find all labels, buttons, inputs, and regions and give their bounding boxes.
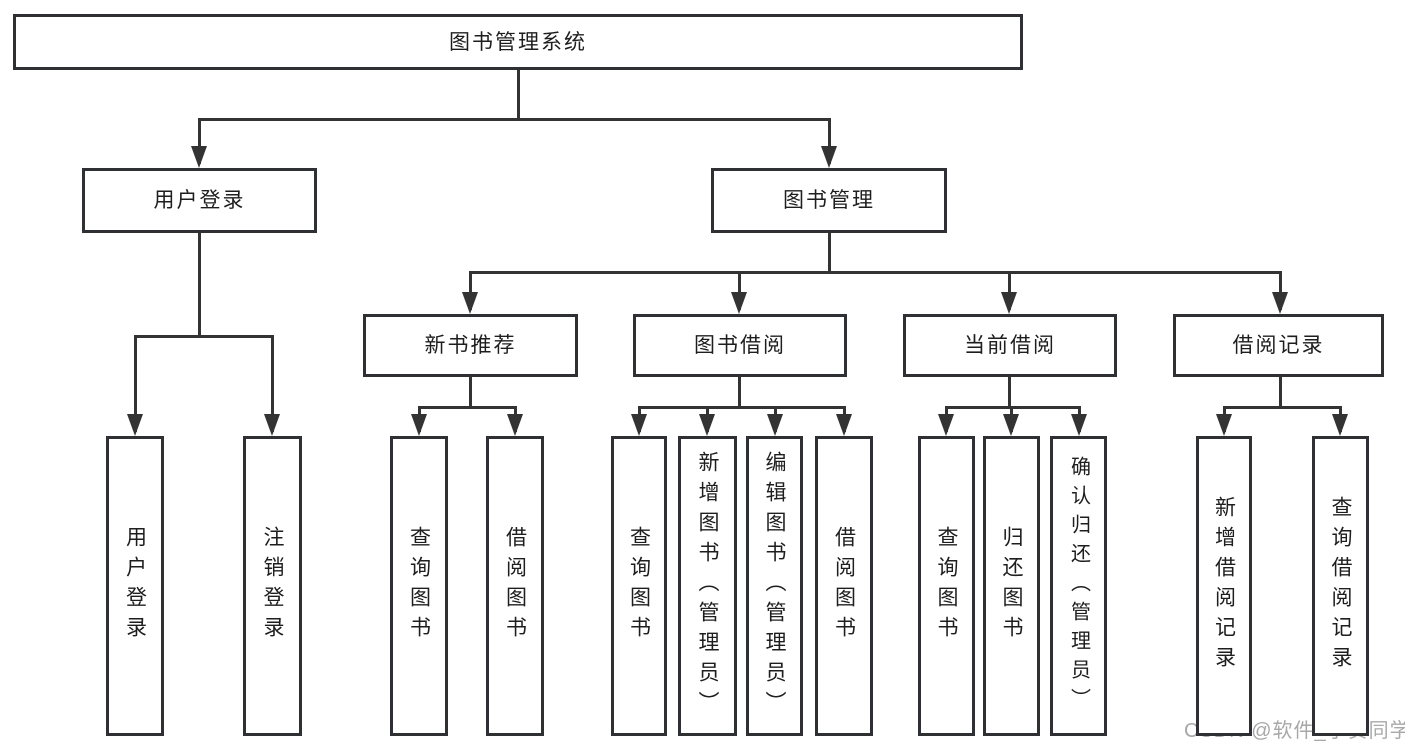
arrow-down-icon (1272, 292, 1288, 314)
node-leaf-query-books-borrow: 查询图书 (611, 436, 667, 736)
node-label-leaf-add-books-admin: 新增图书（管理员） (696, 451, 719, 721)
node-label-leaf-return-books: 归还图书 (1000, 526, 1023, 646)
arrow-down-icon (938, 414, 954, 436)
node-label-leaf-user-login: 用户登录 (123, 526, 147, 646)
connector-stem-line (198, 233, 201, 337)
node-label-book-management: 图书管理 (783, 189, 875, 212)
node-borrowing-records: 借阅记录 (1173, 314, 1384, 377)
arrow-down-icon (411, 414, 427, 436)
node-label-leaf-query-books-current: 查询图书 (935, 526, 958, 646)
arrow-down-icon (821, 146, 837, 168)
node-label-leaf-edit-books-admin: 编辑图书（管理员） (763, 451, 786, 721)
node-new-book-recommend: 新书推荐 (363, 314, 578, 377)
arrow-down-icon (836, 414, 852, 436)
node-current-borrowing: 当前借阅 (903, 314, 1117, 377)
connector-branch-line (469, 271, 1282, 274)
node-leaf-user-login: 用户登录 (106, 436, 164, 736)
arrow-down-icon (507, 414, 523, 436)
arrow-down-icon (127, 414, 143, 436)
node-leaf-borrow-books-rec: 借阅图书 (486, 436, 544, 736)
connector-arrow-line (134, 335, 137, 432)
node-leaf-query-borrow-record: 查询借阅记录 (1312, 436, 1369, 736)
node-label-system-root: 图书管理系统 (449, 30, 587, 54)
connector-arrow-line (469, 271, 472, 310)
node-label-leaf-query-borrow-record: 查询借阅记录 (1329, 496, 1352, 676)
node-book-management: 图书管理 (711, 168, 947, 233)
node-leaf-add-borrow-record: 新增借阅记录 (1196, 436, 1252, 736)
connector-stem-line (1008, 377, 1011, 409)
arrow-down-icon (1216, 414, 1232, 436)
connector-stem-line (517, 70, 520, 120)
connector-stem-line (469, 377, 472, 409)
node-system-root: 图书管理系统 (13, 14, 1023, 70)
node-label-new-book-recommend: 新书推荐 (424, 334, 517, 357)
connector-stem-line (738, 377, 741, 409)
node-book-borrowing: 图书借阅 (633, 314, 847, 377)
node-label-leaf-query-books-rec: 查询图书 (407, 526, 431, 646)
arrow-down-icon (191, 146, 207, 168)
node-leaf-edit-books-admin: 编辑图书（管理员） (746, 436, 803, 736)
node-leaf-return-books: 归还图书 (983, 436, 1040, 736)
node-label-leaf-query-books-borrow: 查询图书 (627, 526, 651, 646)
arrow-down-icon (1003, 414, 1019, 436)
arrow-down-icon (1071, 414, 1087, 436)
node-label-borrowing-records: 借阅记录 (1232, 334, 1325, 357)
node-label-leaf-confirm-return-admin: 确认归还（管理员） (1067, 455, 1090, 717)
connector-branch-line (1223, 406, 1342, 409)
connector-arrow-line (271, 335, 274, 432)
connector-branch-line (945, 406, 1081, 409)
arrow-down-icon (767, 414, 783, 436)
connector-branch-line (638, 406, 846, 409)
connector-arrow-line (828, 118, 831, 164)
node-label-leaf-borrow-books-borrow: 借阅图书 (832, 526, 856, 646)
node-leaf-borrow-books-borrow: 借阅图书 (815, 436, 873, 736)
node-label-current-borrowing: 当前借阅 (964, 334, 1056, 357)
node-label-leaf-logout: 注销登录 (261, 526, 284, 646)
arrow-down-icon (1001, 292, 1017, 314)
node-leaf-query-books-current: 查询图书 (918, 436, 975, 736)
connector-stem-line (1279, 377, 1282, 409)
arrow-down-icon (731, 292, 747, 314)
connector-branch-line (134, 335, 274, 338)
connector-stem-line (828, 233, 831, 273)
arrow-down-icon (1332, 414, 1348, 436)
connector-arrow-line (1008, 271, 1011, 310)
connector-branch-line (418, 406, 517, 409)
node-user-login: 用户登录 (82, 168, 317, 233)
node-label-book-borrowing: 图书借阅 (694, 334, 786, 357)
connector-branch-line (198, 118, 831, 121)
node-leaf-query-books-rec: 查询图书 (390, 436, 448, 736)
node-leaf-logout: 注销登录 (243, 436, 302, 736)
node-label-leaf-add-borrow-record: 新增借阅记录 (1212, 496, 1236, 676)
arrow-down-icon (462, 292, 478, 314)
node-leaf-confirm-return-admin: 确认归还（管理员） (1050, 436, 1107, 736)
node-label-user-login: 用户登录 (153, 189, 246, 212)
node-label-leaf-borrow-books-rec: 借阅图书 (503, 526, 527, 646)
arrow-down-icon (264, 414, 280, 436)
arrow-down-icon (631, 414, 647, 436)
connector-arrow-line (1279, 271, 1282, 310)
connector-arrow-line (738, 271, 741, 310)
node-leaf-add-books-admin: 新增图书（管理员） (678, 436, 737, 736)
connector-arrow-line (198, 118, 201, 164)
arrow-down-icon (699, 414, 715, 436)
